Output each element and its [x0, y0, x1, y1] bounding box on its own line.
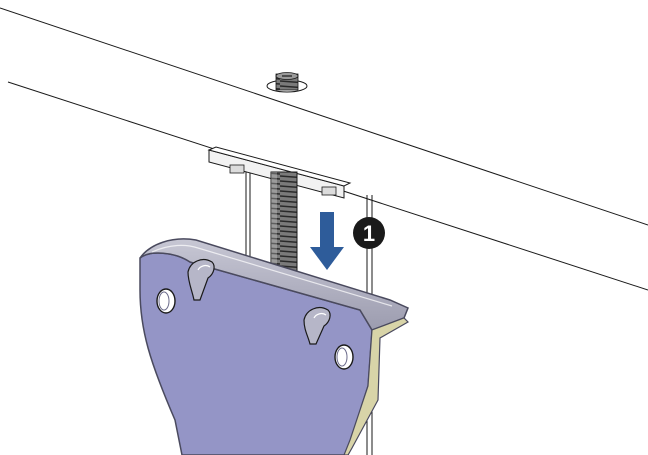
bracket-hole-left — [156, 288, 176, 314]
bracket-flange-edge — [151, 244, 393, 307]
step-number: 1 — [363, 221, 375, 246]
bracket-holes — [156, 288, 354, 370]
numbered-circle-icon: 1 — [353, 217, 385, 249]
mounting-bracket — [139, 238, 409, 455]
tooth-right — [303, 307, 331, 345]
bracket-teeth — [187, 259, 331, 345]
rail-top-edge — [0, 7, 648, 226]
bracket-hole-right — [334, 344, 354, 370]
screw-head-top — [266, 72, 308, 93]
tooth-left — [187, 259, 215, 301]
down-arrow-icon — [310, 212, 344, 270]
bracket-bend — [343, 317, 409, 455]
